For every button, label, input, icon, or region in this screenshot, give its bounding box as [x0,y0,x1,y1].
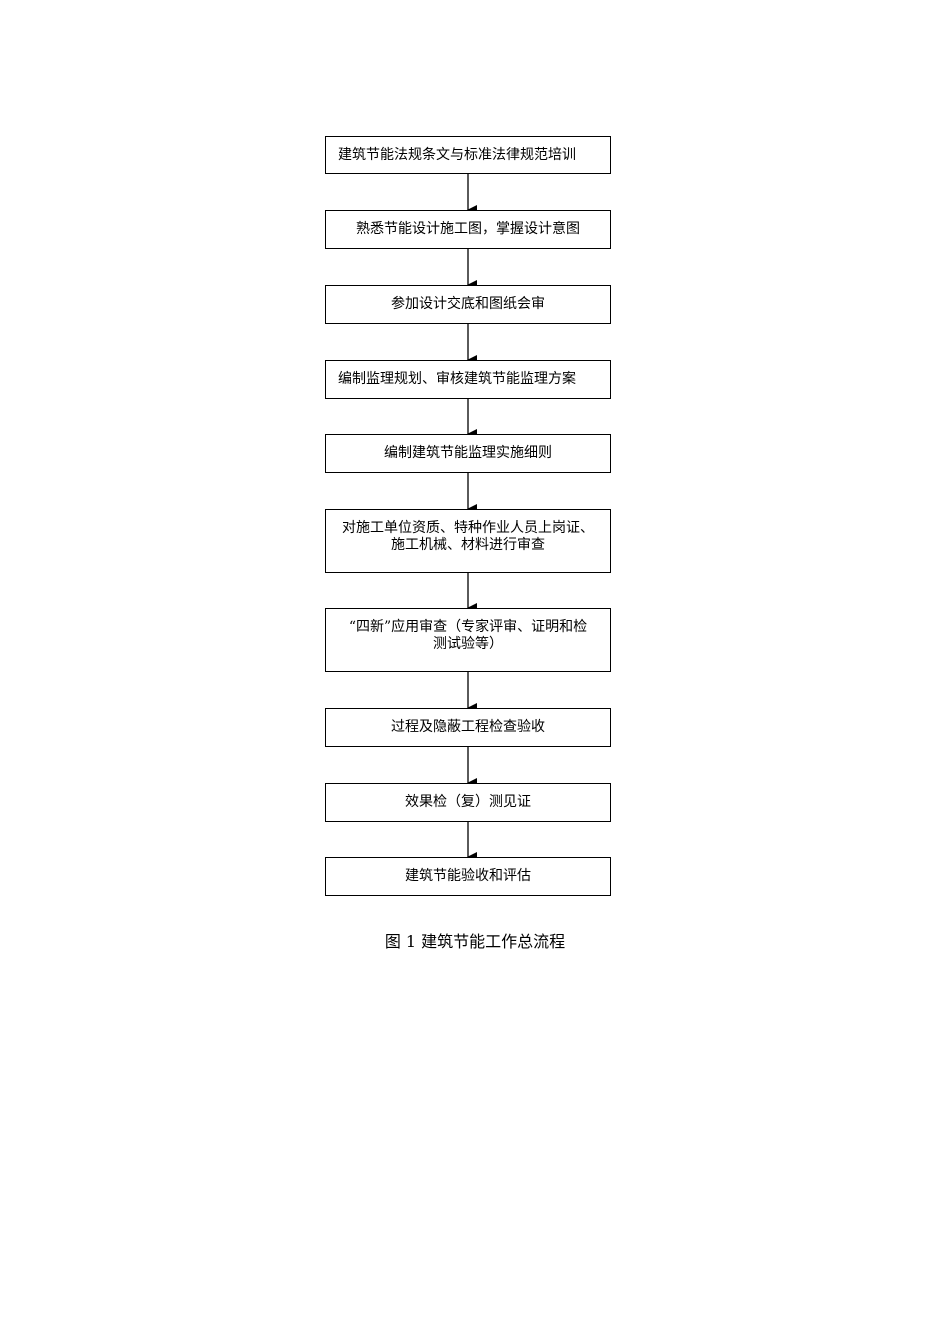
flow-step-10-text: 建筑节能验收和评估 [405,868,531,884]
flow-step-5-text: 编制建筑节能监理实施细则 [384,445,552,461]
flow-step-6-line-1: 对施工单位资质、特种作业人员上岗证、 [342,520,594,536]
flow-step-4-text: 编制监理规划、审核建筑节能监理方案 [338,371,576,387]
figure-caption: 图 1 建筑节能工作总流程 [384,932,566,951]
flow-step-9: 效果检（复）测见证 [325,783,611,822]
flow-step-7-line-1: “四新”应用审查（专家评审、证明和检 [348,619,588,635]
flow-step-5: 编制建筑节能监理实施细则 [325,434,611,473]
flow-step-3: 参加设计交底和图纸会审 [325,285,611,324]
flow-step-7-line-2: 测试验等） [433,636,503,652]
flow-step-4: 编制监理规划、审核建筑节能监理方案 [325,360,611,399]
flow-step-8-text: 过程及隐蔽工程检查验收 [391,719,545,735]
flow-step-8: 过程及隐蔽工程检查验收 [325,708,611,747]
flow-step-7: “四新”应用审查（专家评审、证明和检 测试验等） [325,608,611,672]
flow-step-1-text: 建筑节能法规条文与标准法律规范培训 [338,147,576,163]
flow-step-2-text: 熟悉节能设计施工图，掌握设计意图 [356,221,580,237]
flow-step-2: 熟悉节能设计施工图，掌握设计意图 [325,210,611,249]
flow-step-3-text: 参加设计交底和图纸会审 [391,296,545,312]
flow-step-6-line-2: 施工机械、材料进行审查 [391,537,545,553]
flow-step-1: 建筑节能法规条文与标准法律规范培训 [325,136,611,174]
flow-step-10: 建筑节能验收和评估 [325,857,611,896]
flow-step-6: 对施工单位资质、特种作业人员上岗证、 施工机械、材料进行审查 [325,509,611,573]
flow-step-9-text: 效果检（复）测见证 [405,794,531,810]
